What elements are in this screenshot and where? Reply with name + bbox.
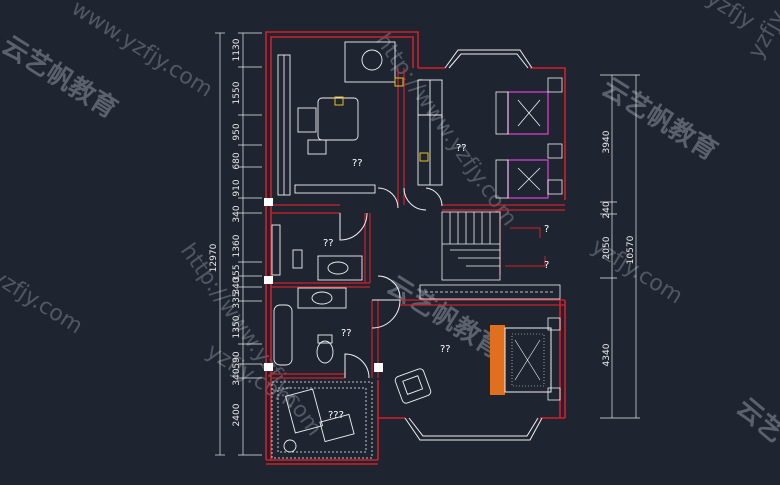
terrace-border — [271, 381, 373, 459]
dim-left-11: 590 — [232, 351, 242, 368]
study-furniture — [277, 41, 396, 196]
label-terrace: ??? — [328, 410, 344, 421]
dim-right-2: 2050 — [602, 236, 612, 259]
label-stair-1: ? — [544, 224, 549, 235]
dim-left-0: 1130 — [232, 38, 242, 61]
watermark-host-1: yzfjy — [702, 0, 759, 34]
bed-upper — [507, 91, 549, 199]
exterior-walls — [265, 31, 566, 465]
master-bed — [490, 317, 561, 401]
bath-upper-fixtures — [271, 224, 363, 281]
dim-left-1: 1550 — [232, 81, 242, 104]
dim-left-3: 680 — [232, 152, 242, 169]
label-bath-lower: ?? — [341, 328, 352, 339]
bay-window-south — [404, 417, 543, 441]
watermark-brand-short: 云艺 — [731, 392, 780, 448]
dim-left-2: 950 — [232, 123, 242, 140]
dim-right-total: 10570 — [626, 235, 636, 264]
terrace-furniture — [283, 388, 355, 453]
watermark-url-1: http://www.yzfjy.com — [175, 239, 327, 441]
left-dimension-chain — [215, 32, 262, 456]
label-stair-2: ? — [544, 260, 549, 271]
dim-left-5: 340 — [232, 205, 242, 222]
dim-left-9: 335 — [232, 291, 242, 308]
dim-left-7: 355 — [232, 264, 242, 281]
master-bedroom-closet — [419, 284, 561, 300]
label-study: ?? — [352, 158, 363, 169]
watermark-domain-1: yzfjy.com — [0, 264, 87, 339]
desk — [317, 97, 359, 141]
label-bedroom-a: ?? — [456, 143, 467, 154]
dim-right-0: 3940 — [602, 130, 612, 153]
structural-columns — [264, 198, 383, 372]
left-dimension-labels: 12970 1130 1550 950 680 910 340 1360 355… — [209, 38, 242, 426]
office-chair — [297, 107, 317, 133]
watermark-brand-1: 云艺帆教育 — [0, 30, 123, 125]
watermark-url-2: http://www.yzfjy.com — [370, 29, 522, 231]
dim-left-6: 1360 — [232, 234, 242, 257]
label-bath-upper: ?? — [323, 238, 334, 249]
dim-left-total: 12970 — [209, 243, 219, 272]
study-fixtures — [334, 77, 429, 162]
stair-arrows — [505, 227, 546, 267]
dim-right-3: 4340 — [602, 343, 612, 366]
right-dimension-chain — [600, 74, 640, 419]
dim-left-13: 2400 — [232, 403, 242, 426]
dim-left-12: 340 — [232, 368, 242, 385]
watermark-brand-2: 云艺帆教育 — [596, 72, 723, 167]
staircase — [441, 211, 501, 281]
right-dimension-labels: 3940 240 2050 4340 10570 — [602, 130, 636, 366]
dim-left-4: 910 — [232, 179, 242, 196]
label-master-bedroom: ?? — [440, 344, 451, 355]
bath-lower-fixtures — [273, 287, 347, 366]
dim-left-8: 340 — [232, 277, 242, 294]
bed-upper-detail — [495, 77, 563, 199]
left-ticks — [215, 32, 262, 456]
corridor-wardrobe — [417, 79, 443, 186]
doors — [339, 187, 443, 379]
room-labels: ?? ?? ?? ?? ?? ??? ? ? — [323, 143, 549, 421]
bay-window-north — [444, 49, 533, 69]
watermark-layer: www.yzfjy.com yzfjy 云艺帆教育 云艺帆教育 http://w… — [0, 0, 780, 449]
master-armchair — [394, 368, 432, 404]
dim-left-10: 1350 — [232, 315, 242, 338]
dim-right-1: 240 — [602, 201, 612, 218]
